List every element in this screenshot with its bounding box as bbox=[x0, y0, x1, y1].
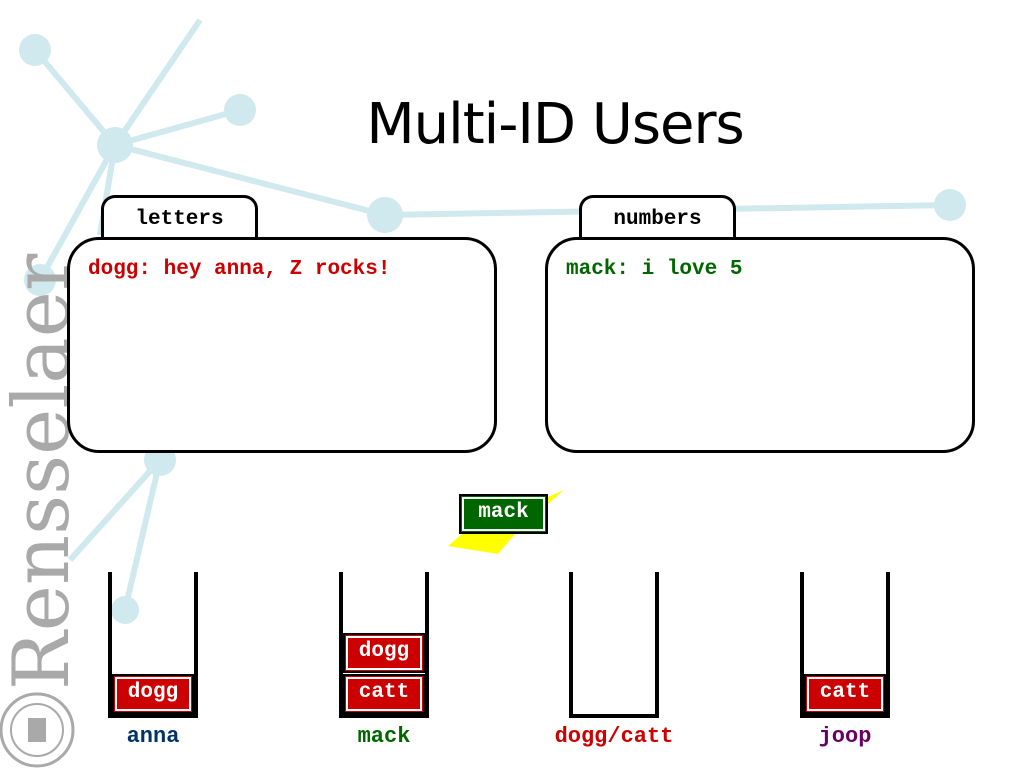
tab-letters[interactable]: letters bbox=[101, 195, 258, 239]
slide-title: Multi-ID Users bbox=[366, 92, 744, 157]
queue-token: dogg bbox=[112, 674, 194, 714]
queue-label-dogg-catt: dogg/catt bbox=[554, 724, 674, 749]
queue-floor bbox=[339, 714, 429, 718]
queue-wall bbox=[194, 572, 198, 718]
queue-wall bbox=[339, 572, 343, 718]
queue-label-mack: mack bbox=[357, 724, 411, 749]
queue-floor bbox=[569, 714, 659, 718]
queue-label-joop: joop bbox=[818, 724, 872, 749]
chat-room-numbers: mack: i love 5 bbox=[545, 237, 975, 453]
queue-wall bbox=[800, 572, 804, 718]
queue-token: catt bbox=[804, 674, 886, 714]
queue-wall bbox=[425, 572, 429, 718]
queue-wall bbox=[886, 572, 890, 718]
tab-numbers[interactable]: numbers bbox=[579, 195, 736, 239]
queue-floor bbox=[800, 714, 890, 718]
chat-message: dogg: hey anna, Z rocks! bbox=[88, 258, 391, 281]
chat-message: mack: i love 5 bbox=[566, 258, 743, 281]
queue-floor bbox=[108, 714, 198, 718]
queue-token: catt bbox=[343, 674, 425, 714]
chat-room-letters: dogg: hey anna, Z rocks! bbox=[67, 237, 497, 453]
queue-wall bbox=[108, 572, 112, 718]
queue-wall bbox=[655, 572, 659, 718]
queue-wall bbox=[569, 572, 573, 718]
queue-token: dogg bbox=[343, 633, 425, 673]
queue-label-anna: anna bbox=[126, 724, 180, 749]
moving-token: mack bbox=[459, 494, 548, 534]
institute-seal bbox=[0, 692, 75, 768]
